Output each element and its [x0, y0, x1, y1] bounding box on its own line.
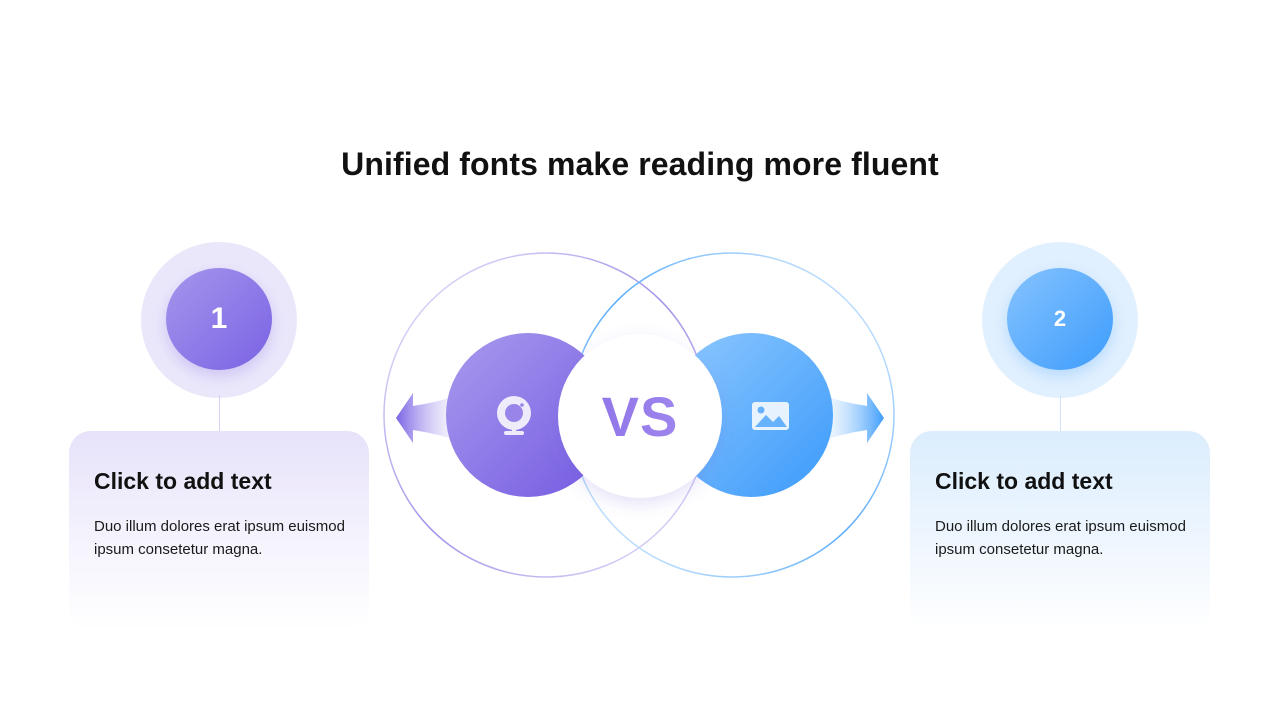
step-number-1: 1 [166, 268, 272, 370]
connector-line-1 [219, 395, 220, 431]
card-heading-2[interactable]: Click to add text [935, 468, 1113, 494]
step-badge-2: 2 [982, 242, 1138, 398]
vs-label: VS [558, 334, 722, 498]
connector-line-2 [1060, 395, 1061, 431]
step-number-2: 2 [1007, 268, 1113, 370]
text-card-2[interactable]: Click to add text Duo illum dolores erat… [910, 431, 1210, 630]
text-card-1[interactable]: Click to add text Duo illum dolores erat… [69, 431, 369, 630]
step-badge-1: 1 [141, 242, 297, 398]
vs-circle [558, 334, 722, 498]
image-icon [752, 402, 789, 430]
card-heading-1[interactable]: Click to add text [94, 468, 272, 494]
slide-title: Unified fonts make reading more fluent [341, 146, 939, 182]
card-body-2[interactable]: Duo illum dolores erat ipsum euismod ips… [935, 518, 1186, 558]
webcam-icon [497, 396, 531, 435]
card-body-1[interactable]: Duo illum dolores erat ipsum euismod ips… [94, 518, 345, 558]
